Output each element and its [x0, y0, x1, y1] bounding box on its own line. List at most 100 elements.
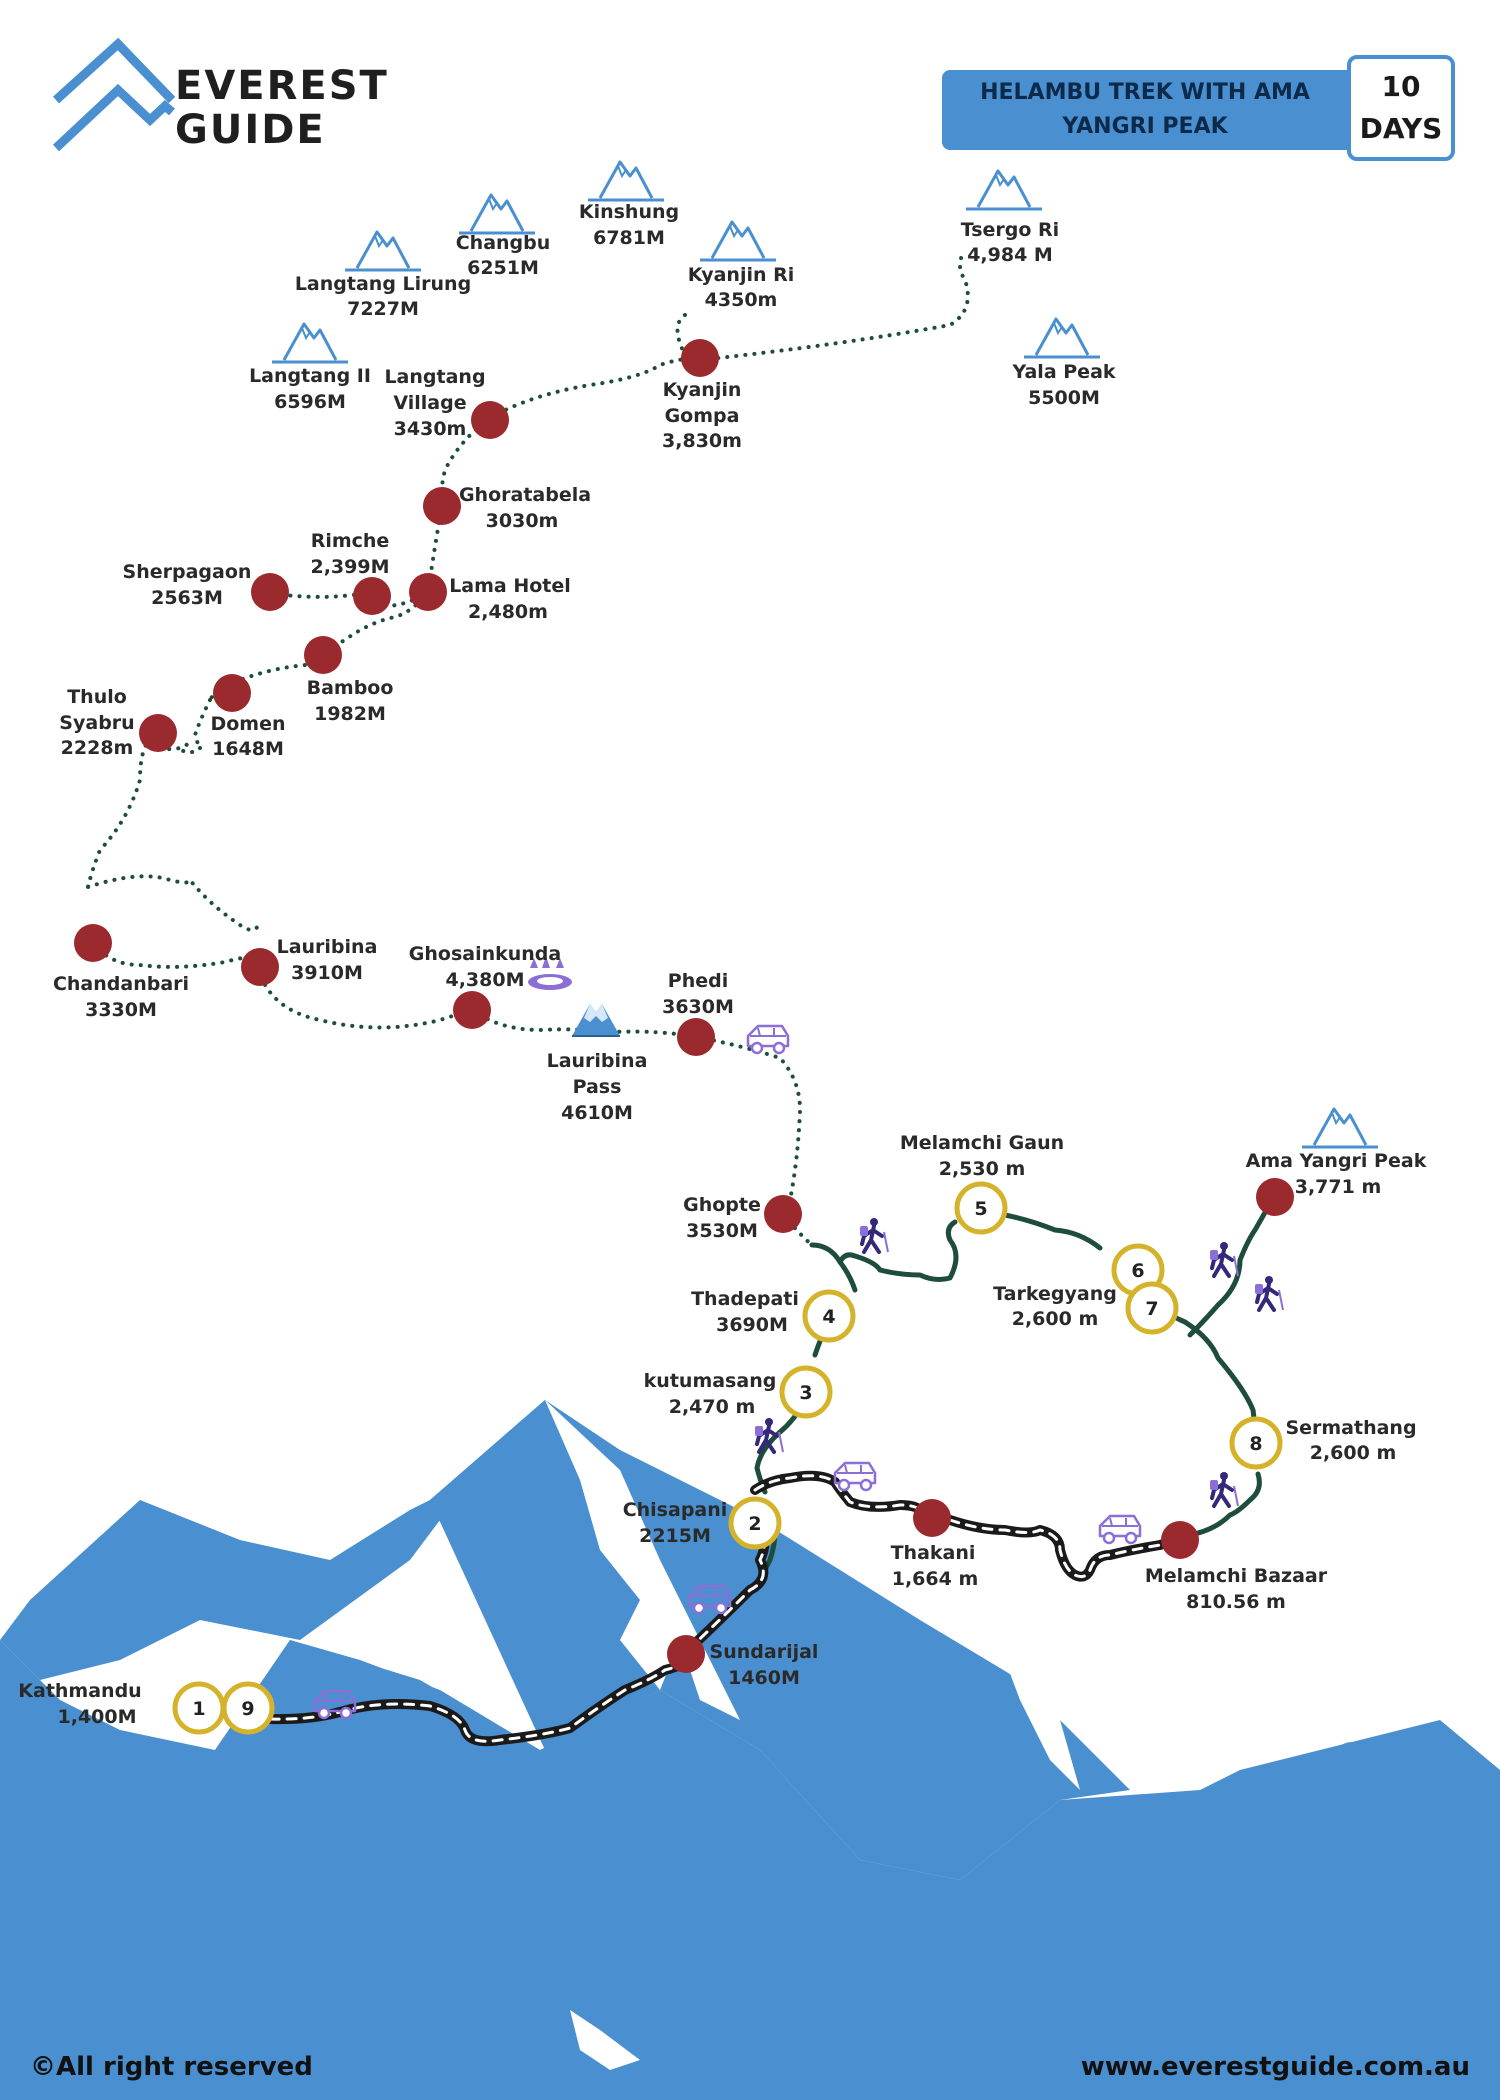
stop-marker-bamboo [304, 636, 342, 674]
peak-elevation: 7227M [347, 298, 419, 320]
place-elevation: 1460M [728, 1667, 800, 1689]
jeep-icon [833, 1461, 877, 1492]
brand-line-2: GUIDE [175, 107, 326, 153]
stop-marker-domen [213, 674, 251, 712]
mountain-icon [343, 230, 423, 272]
stop-marker-langtang-village [471, 401, 509, 439]
day-number: 7 [1145, 1298, 1158, 1320]
place-elevation: 3690M [716, 1314, 788, 1336]
days-label: DAYS [1359, 112, 1443, 145]
place-name: Melamchi Gaun [900, 1132, 1064, 1154]
place-name: Gompa [665, 405, 740, 427]
place-name: Chandanbari [53, 973, 189, 995]
stop-marker-sherpagaon [251, 573, 289, 611]
place-elevation: 3910M [291, 962, 363, 984]
place-name: Tarkegyang [993, 1283, 1117, 1305]
stop-marker-ghoratabela [423, 487, 461, 525]
place-name: Ghosainkunda [409, 943, 561, 965]
stop-marker-thakani [913, 1499, 951, 1537]
brand-wordmark: EVEREST GUIDE [175, 64, 389, 152]
place-elevation: 810.56 m [1186, 1591, 1286, 1613]
place-elevation: 1,400M [57, 1706, 136, 1728]
stop-markers [74, 339, 1294, 1673]
stop-marker-lauribina [241, 948, 279, 986]
place-elevation: 2,470 m [669, 1396, 756, 1418]
day-markers: 1 9 2 3 4 5 6 7 [172, 1181, 1283, 1735]
peak-elevation: 6596M [274, 391, 346, 413]
day-number: 8 [1249, 1433, 1262, 1455]
days-number: 10 [1381, 70, 1421, 103]
stop-marker-ama-yangri [1256, 1178, 1294, 1216]
brand-line-1: EVEREST [175, 63, 389, 109]
day-number: 4 [822, 1306, 835, 1328]
stop-marker-ghosainkunda [453, 991, 491, 1029]
peak-name: Yala Peak [1011, 361, 1115, 383]
lake-icon [528, 956, 572, 990]
place-elevation: 3430m [394, 418, 467, 440]
place-elevation: 1982M [314, 703, 386, 725]
hiker-icon [858, 1216, 890, 1254]
place-name: Sermathang [1285, 1417, 1416, 1439]
place-elevation: 3530M [686, 1220, 758, 1242]
place-name: Syabru [59, 712, 134, 734]
trek-title-banner: HELAMBU TREK WITH AMA YANGRI PEAK [942, 70, 1348, 150]
pass-mountain-icon [572, 1004, 620, 1037]
place-elevation: 1,664 m [892, 1568, 979, 1590]
peak-elevation: 5500M [1028, 387, 1100, 409]
peak-elevation: 4,984 M [967, 244, 1053, 266]
trek-title: HELAMBU TREK WITH AMA YANGRI PEAK [980, 80, 1310, 139]
place-elevation: 3030m [486, 510, 559, 532]
place-name: kutumasang [644, 1370, 777, 1392]
day-marker-5: 5 [954, 1181, 1008, 1235]
place-elevation: 4610M [561, 1102, 633, 1124]
mountain-icon [586, 160, 666, 202]
stop-marker-ghopte [764, 1195, 802, 1233]
place-name: Bamboo [307, 677, 394, 699]
place-name: Village [393, 392, 466, 414]
everest-guide-logo-icon [52, 37, 176, 152]
peak-name: Langtang II [249, 365, 371, 387]
place-elevation: 2,530 m [939, 1158, 1026, 1180]
mountain-icon [270, 322, 350, 364]
day-number: 1 [192, 1698, 205, 1720]
stop-marker-melamchi-bazaar [1161, 1521, 1199, 1559]
place-elevation: 3330M [85, 999, 157, 1021]
copyright-notice: ©All right reserved [30, 2052, 313, 2082]
place-name: Ghopte [683, 1194, 761, 1216]
place-name: Phedi [668, 970, 728, 992]
mountain-icon [1022, 317, 1102, 359]
jeep-icon [746, 1024, 790, 1055]
stop-marker-phedi [677, 1018, 715, 1056]
stop-marker-rimche [353, 577, 391, 615]
day-marker-2: 2 [728, 1496, 782, 1550]
day-number: 9 [241, 1698, 254, 1720]
place-elevation: 2215M [639, 1525, 711, 1547]
peak-elevation: 6781M [593, 227, 665, 249]
day-marker-7: 7 [1125, 1281, 1179, 1335]
peak-name: Langtang Lirung [295, 273, 471, 295]
place-name: Domen [210, 713, 285, 735]
place-elevation: 4,380M [445, 969, 524, 991]
place-name: Lama Hotel [449, 575, 571, 597]
place-name: Sherpagaon [123, 561, 252, 583]
place-elevation: 2,399M [310, 556, 389, 578]
day-marker-4: 4 [802, 1289, 856, 1343]
place-name: Thadepati [691, 1288, 799, 1310]
place-elevation: 3,830m [662, 430, 742, 452]
peak-elevation: 4350m [705, 289, 778, 311]
mountain-icon [964, 169, 1044, 211]
website-link[interactable]: www.everestguide.com.au [1080, 2052, 1470, 2082]
day-number: 5 [974, 1198, 987, 1220]
place-elevation: 2563M [151, 587, 223, 609]
stop-marker-lama-hotel [409, 573, 447, 611]
place-elevation: 1648M [212, 738, 284, 760]
place-name: Lauribina [277, 936, 378, 958]
day-marker-8: 8 [1229, 1416, 1283, 1470]
place-name: Melamchi Bazaar [1145, 1565, 1328, 1587]
place-elevation: 2228m [61, 737, 134, 759]
mountain-icon [698, 220, 778, 262]
climbers-silhouette-icon [1150, 1742, 1500, 2000]
place-name: Kyanjin [663, 379, 742, 401]
place-name: Lauribina [547, 1050, 648, 1072]
